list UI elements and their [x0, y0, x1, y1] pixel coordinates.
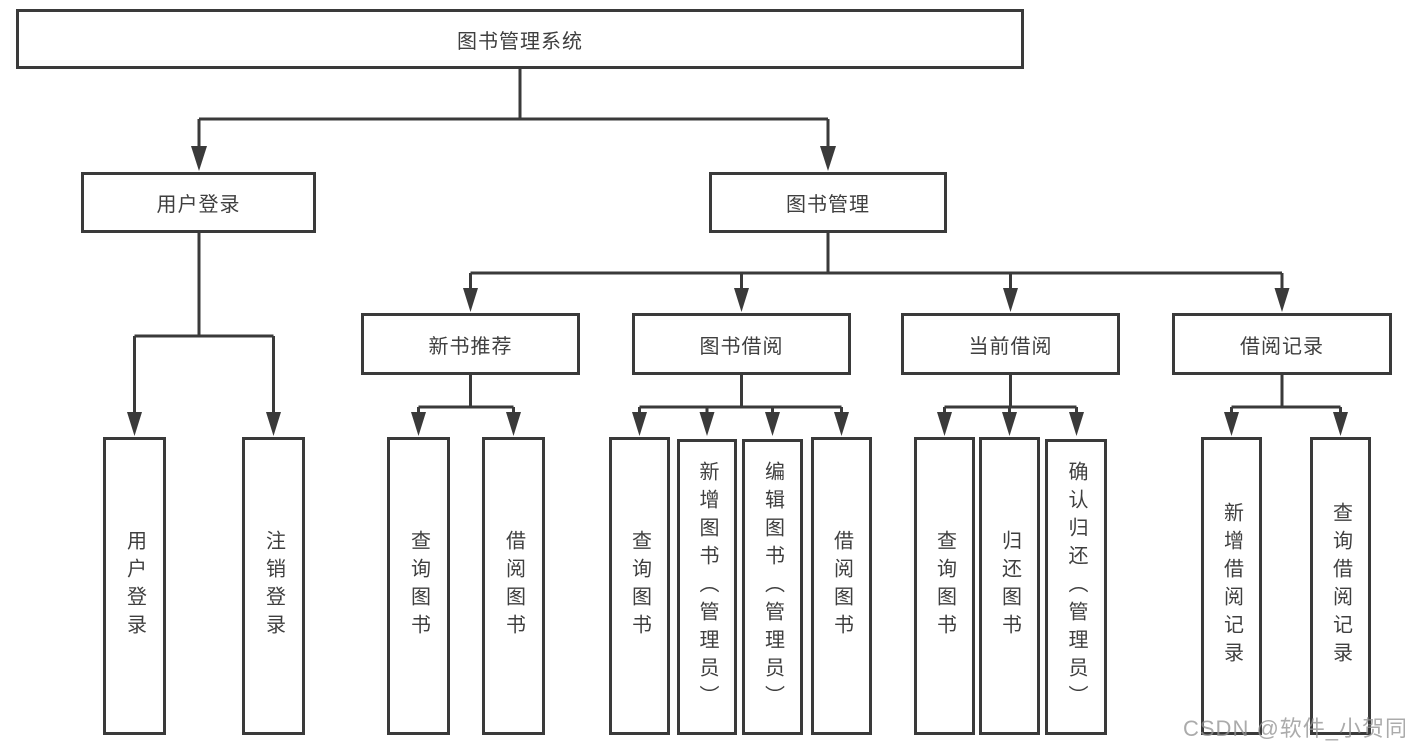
leaf-confirm-return-admin: 确认归还（管理员）: [1045, 439, 1107, 735]
leaf-add-book-admin: 新增图书（管理员）: [677, 439, 737, 735]
leaf-logout: 注销登录: [242, 437, 305, 735]
leaf-add-borrow-record: 新增借阅记录: [1201, 437, 1262, 735]
leaf-borrow-books-borrowing: 借阅图书: [811, 437, 872, 735]
leaf-query-books-borrowing: 查询图书: [609, 437, 670, 735]
node-book-management: 图书管理: [709, 172, 947, 233]
leaf-query-books-current: 查询图书: [914, 437, 975, 735]
node-borrowing-records: 借阅记录: [1172, 313, 1392, 375]
leaf-query-books-recommend: 查询图书: [387, 437, 450, 735]
node-user-login: 用户登录: [81, 172, 316, 233]
leaf-borrow-books-recommend: 借阅图书: [482, 437, 545, 735]
leaf-user-login: 用户登录: [103, 437, 166, 735]
csdn-watermark: CSDN @软件_小贺同学: [1183, 716, 1405, 741]
leaf-query-borrow-record: 查询借阅记录: [1310, 437, 1371, 735]
leaf-return-book: 归还图书: [979, 437, 1040, 735]
node-book-borrowing: 图书借阅: [632, 313, 851, 375]
node-new-book-recommendation: 新书推荐: [361, 313, 580, 375]
node-current-borrowing: 当前借阅: [901, 313, 1120, 375]
node-library-management-system: 图书管理系统: [16, 9, 1024, 69]
leaf-edit-book-admin: 编辑图书（管理员）: [742, 439, 803, 735]
